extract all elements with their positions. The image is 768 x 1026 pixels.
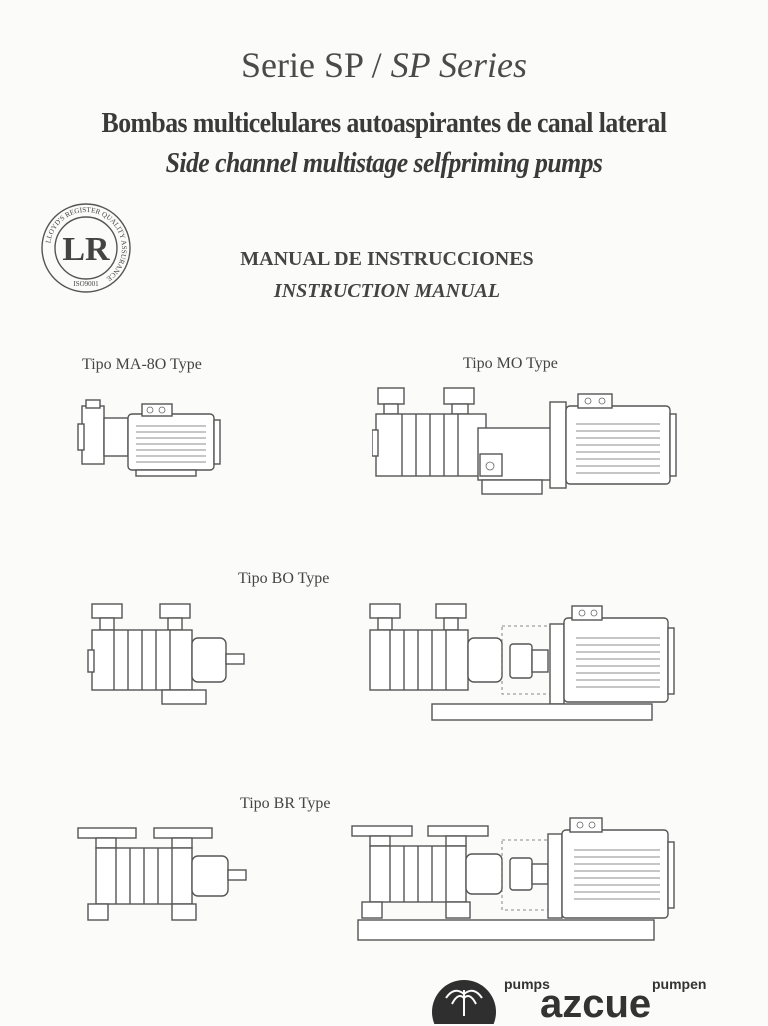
series-title-en: SP Series [390,45,527,85]
brand-name: azcue [540,982,652,1026]
pump-drawing-bo-bare [87,603,245,705]
type-label-bo: Tipo BO Type [238,570,330,587]
azcue-fountain-logo-icon [432,980,496,1024]
brand-word-pumpen: pumpen [652,976,707,992]
pump-drawing-br-motor [351,817,675,941]
type-label-br: Tipo BR Type [240,795,331,812]
pump-drawing-bo-motor [369,603,675,721]
pump-drawing-br-bare [77,827,247,921]
pump-drawing-ma-80 [77,399,221,477]
seal-standard: ISO9001 [73,280,99,288]
subtitle-english: Side channel multistage selfpriming pump… [165,148,603,179]
type-label-mo: Tipo MO Type [463,355,558,372]
type-label-ma-80: Tipo MA-8O Type [82,356,202,373]
pump-drawing-mo [372,387,677,495]
subtitle-spanish: Bombas multicelulares autoaspirantes de … [101,108,667,139]
manual-title-english: INSTRUCTION MANUAL [273,280,501,302]
series-title: Serie SP / SP Series [0,44,768,86]
seal-monogram: LR [62,231,110,268]
brand-word-pumps: pumps [504,976,550,992]
series-title-es: Serie SP / [240,45,382,85]
manual-title-spanish: MANUAL DE INSTRUCCIONES [240,248,534,270]
lloyds-register-seal: LLOYD'S REGISTER QUALITY ASSURANCE ISO90… [41,203,131,293]
